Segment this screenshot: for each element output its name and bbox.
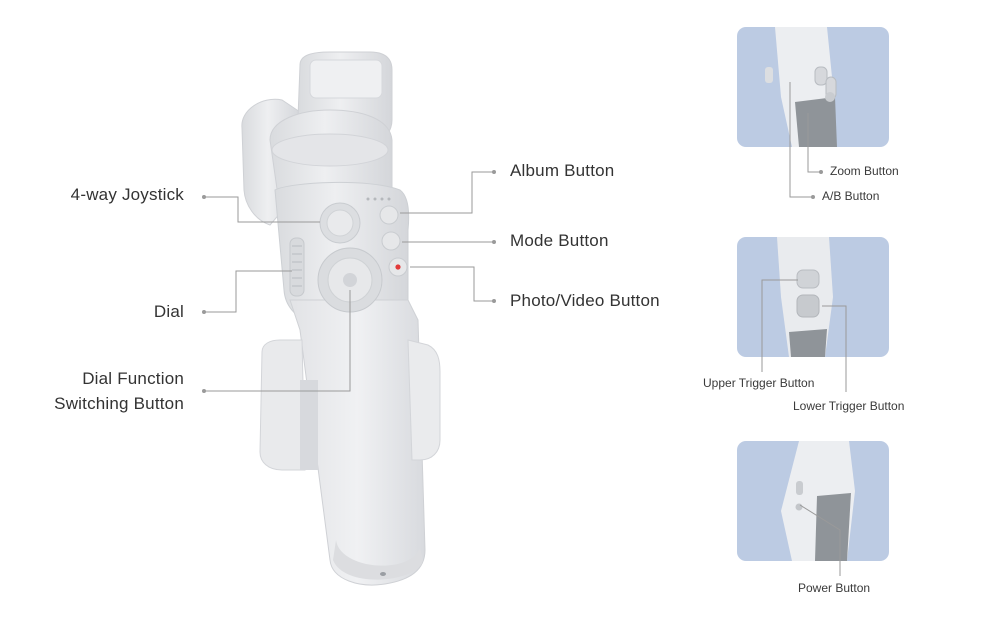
- panel-power: [737, 441, 889, 561]
- label-zoom-button: Zoom Button: [830, 164, 899, 178]
- label-ab-button: A/B Button: [822, 189, 880, 203]
- label-lower-trigger-button: Lower Trigger Button: [793, 399, 905, 413]
- label-photo-video-button: Photo/Video Button: [510, 291, 660, 310]
- label-power-button: Power Button: [798, 581, 871, 595]
- label-dial-function-line1: Dial Function: [82, 369, 184, 388]
- label-album-button: Album Button: [510, 161, 615, 180]
- label-upper-trigger-button: Upper Trigger Button: [703, 376, 815, 390]
- label-4-way-joystick: 4-way Joystick: [70, 185, 184, 204]
- record-dot-icon: [395, 264, 401, 270]
- label-dial: Dial: [153, 302, 184, 321]
- label-mode-button: Mode Button: [510, 231, 609, 250]
- label-dial-function-line2: Switching Button: [54, 394, 184, 413]
